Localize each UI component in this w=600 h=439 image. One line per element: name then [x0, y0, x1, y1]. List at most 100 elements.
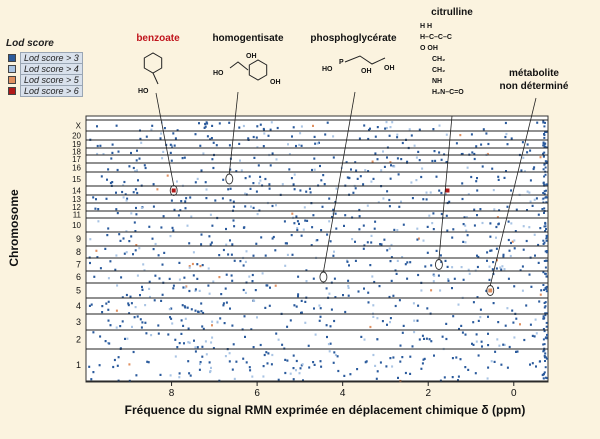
qtl-dot [162, 215, 165, 218]
citrulline-structure-line: H–C–C–C [420, 34, 452, 41]
qtl-dot [313, 363, 316, 366]
qtl-dot [250, 205, 252, 208]
qtl-dot [529, 149, 532, 152]
qtl-dot [188, 265, 191, 268]
qtl-dot [202, 152, 205, 155]
qtl-dot [472, 343, 475, 346]
qtl-dot [326, 121, 329, 124]
qtl-dot [336, 355, 339, 358]
qtl-dot [172, 287, 175, 290]
qtl-dot [128, 240, 131, 243]
qtl-dot [446, 265, 449, 268]
qtl-dot [476, 177, 478, 180]
qtl-dot [396, 157, 399, 160]
qtl-dot [184, 286, 187, 289]
qtl-dot [111, 143, 114, 146]
qtl-dot [510, 222, 513, 225]
qtl-dot [255, 136, 258, 139]
qtl-dot [421, 334, 424, 337]
qtl-dot [542, 155, 545, 158]
qtl-dot [100, 175, 103, 178]
qtl-dot [544, 312, 547, 315]
qtl-dot [544, 145, 547, 148]
qtl-dot [471, 151, 474, 154]
qtl-dot [545, 251, 548, 254]
qtl-dot [184, 317, 187, 320]
qtl-dot [295, 144, 297, 148]
qtl-dot [105, 197, 108, 200]
qtl-dot [156, 188, 159, 191]
qtl-dot [334, 296, 337, 299]
qtl-dot [265, 351, 268, 354]
qtl-dot [401, 356, 404, 359]
qtl-dot [328, 197, 331, 200]
qtl-dot [274, 249, 277, 252]
qtl-dot [367, 170, 370, 173]
qtl-dot [215, 144, 218, 147]
qtl-dot [180, 332, 183, 335]
qtl-dot [270, 121, 273, 124]
qtl-dot [526, 151, 529, 154]
qtl-dot [544, 366, 547, 369]
qtl-dot [362, 183, 365, 186]
qtl-dot [359, 175, 362, 178]
qtl-dot [370, 241, 373, 244]
qtl-dot [233, 225, 236, 228]
qtl-dot [330, 308, 333, 311]
qtl-dot [380, 169, 383, 172]
qtl-dot [363, 338, 366, 341]
qtl-dot [439, 254, 442, 257]
qtl-dot [479, 208, 482, 211]
qtl-dot [297, 293, 300, 296]
qtl-dot [159, 137, 162, 140]
qtl-dot [252, 206, 255, 209]
qtl-dot [211, 336, 214, 339]
chromosome-bands [86, 119, 548, 382]
qtl-dot [187, 360, 190, 363]
qtl-dot [394, 304, 397, 308]
qtl-dot [110, 157, 113, 160]
qtl-dot [135, 213, 138, 216]
qtl-dot [166, 174, 169, 177]
qtl-dot [543, 260, 546, 262]
qtl-dot [377, 201, 380, 204]
legend-item-lod5: Lod score > 5 [4, 74, 88, 86]
qtl-dot [397, 376, 399, 379]
qtl-dot [545, 357, 548, 360]
qtl-dot [399, 360, 402, 363]
qtl-dot [281, 343, 284, 346]
qtl-dot [209, 243, 212, 246]
qtl-dot [490, 249, 493, 252]
qtl-dot [451, 287, 453, 290]
qtl-dot [389, 357, 392, 360]
qtl-dot [332, 361, 335, 364]
qtl-dot [541, 208, 544, 211]
qtl-dot [232, 343, 235, 346]
qtl-dot [545, 321, 548, 324]
qtl-dot [328, 220, 331, 223]
qtl-dot [445, 161, 448, 164]
qtl-dot [472, 301, 475, 304]
qtl-dot [314, 333, 317, 336]
qtl-dot [510, 189, 513, 192]
qtl-dot [443, 376, 446, 379]
qtl-dot [266, 362, 269, 365]
qtl-dot [122, 196, 125, 199]
qtl-dot [327, 343, 330, 346]
qtl-dot [498, 344, 501, 347]
qtl-dot [210, 366, 212, 369]
qtl-dot [97, 208, 100, 211]
qtl-dot [138, 157, 141, 160]
phosphoglycerate-group-label: P [339, 59, 344, 66]
qtl-dot [232, 200, 235, 203]
qtl-dot [251, 375, 254, 378]
qtl-dot [519, 323, 521, 326]
highlight-point [488, 288, 493, 293]
qtl-dot [333, 351, 336, 354]
qtl-dot [354, 259, 357, 262]
qtl-dot [172, 229, 175, 232]
qtl-dot [542, 239, 545, 242]
qtl-dot [537, 243, 540, 247]
homogentisate-group-label: OH [246, 53, 257, 60]
qtl-dot [521, 265, 524, 268]
